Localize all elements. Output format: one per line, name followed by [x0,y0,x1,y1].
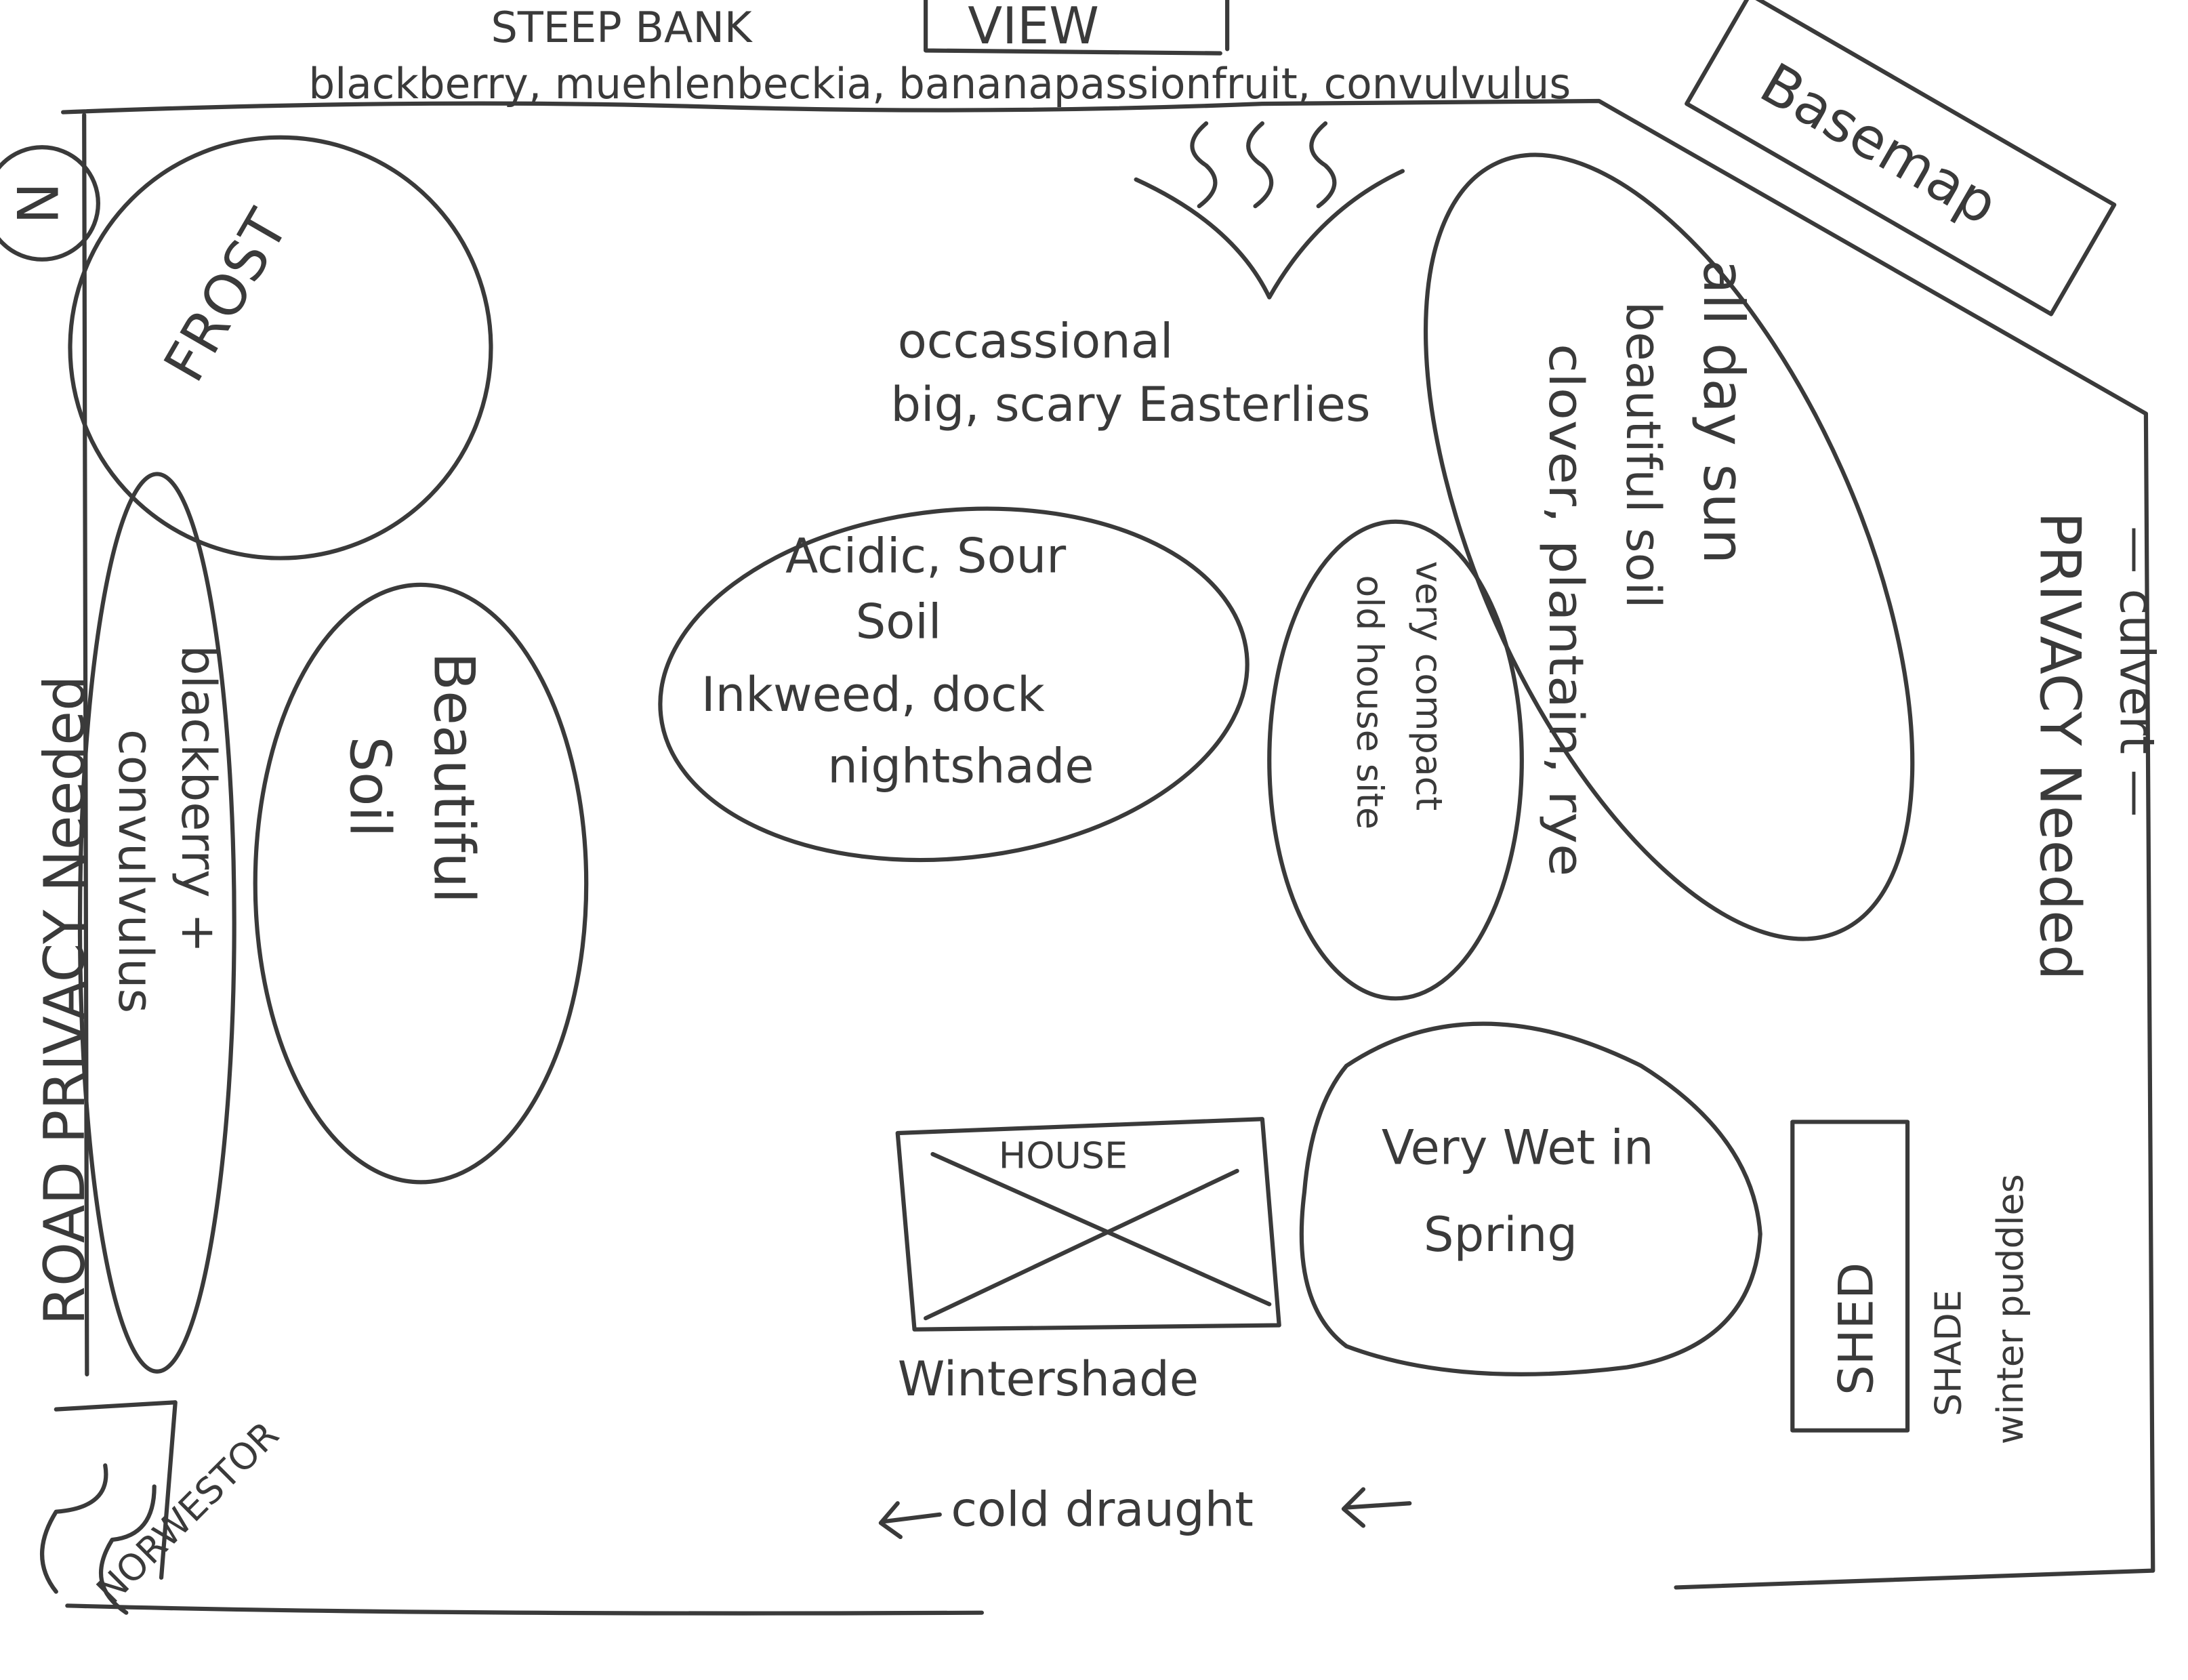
wet-label-2: Spring [1424,1207,1577,1263]
winter-shade-label: Wintershade [898,1351,1199,1407]
easterlies-label-2: big, scary Easterlies [890,377,1370,432]
compact-soil-zone [1267,519,1524,1001]
north-label: N [3,182,69,224]
acidic-label-3: Inkweed, dock [701,667,1045,722]
beautiful-soil-label-1: Beautiful [421,652,487,903]
sun-label-2: beautiful soil [1615,302,1671,609]
sunny-zone [1423,152,1915,941]
sun-label-3: clover, plantain, rye [1538,344,1594,876]
arrow-left-icon [1341,1487,1412,1528]
frost-label: FROST [151,199,301,392]
property-boundary [61,98,2155,1590]
right-privacy-label: PRIVACY Needed [2027,512,2093,980]
left-strip-label-2: convulvulus [108,729,163,1013]
sun-label-1: all day sun [1691,260,1756,565]
arrow-left-icon [878,1501,942,1540]
beautiful-soil-label-2: Soil [337,736,402,837]
wind-icon [1134,121,1405,300]
compact-label-2: old house site [1349,575,1392,829]
acidic-label-1: Acidic, Sour [785,528,1066,583]
house-label: HOUSE [999,1134,1128,1177]
shed-shade-label-2: winter puddles [1989,1174,2031,1444]
title-box [1685,0,2117,316]
culvert-label: — culvert — [2109,526,2165,817]
wet-zone [1299,1021,1762,1377]
road-privacy-label: ROAD PRIVACY Needed [32,675,98,1325]
north-circle [0,145,100,262]
frost-zone [68,135,493,560]
acidic-soil-zone [658,506,1250,863]
norwester-label: NORWESTOR [88,1413,287,1612]
cold-draught-label: cold draught [951,1481,1254,1537]
steep-bank-label: STEEP BANK [491,3,753,52]
bottom-left-boundary [65,1603,985,1616]
left-strip-label-1: blackberry + [171,645,226,953]
norwester-wind-icon [39,1400,178,1615]
shed-label: SHED [1828,1263,1884,1395]
blackberry-strip-zone [77,472,236,1374]
shed-shade-label-1: SHADE [1927,1290,1970,1416]
acidic-label-2: Soil [856,594,942,650]
top-plants-label: blackberry, muehlenbeckia, bananapassion… [308,59,1571,108]
shed [1790,1120,1910,1433]
house [895,1117,1281,1332]
view-label: VIEW [968,0,1099,56]
view-box [924,0,1230,56]
wet-label-1: Very Wet in [1382,1120,1654,1176]
easterlies-label-1: occassional [898,314,1174,369]
beautiful-soil-zone [253,582,589,1185]
acidic-label-4: nightshade [827,739,1094,794]
compact-label-1: very compact [1408,561,1451,811]
